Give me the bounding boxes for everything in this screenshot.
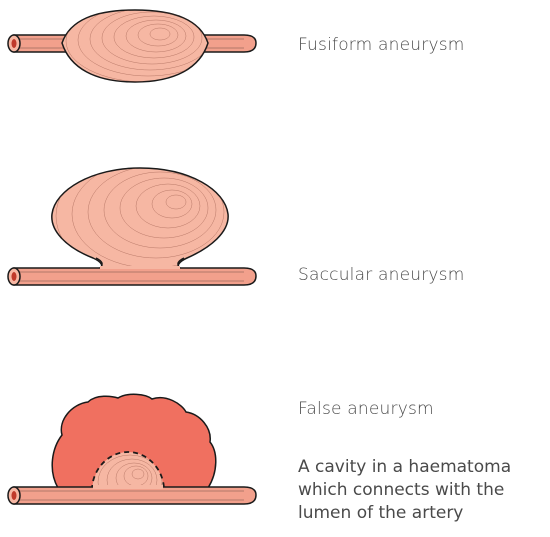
- description-line-3: lumen of the artery: [298, 502, 511, 525]
- false-aneurysm-label: False aneurysm: [298, 398, 434, 420]
- description-line-2: which connects with the: [298, 479, 511, 502]
- saccular-aneurysm-label: Saccular aneurysm: [298, 264, 465, 286]
- fusiform-aneurysm-label: Fusiform aneurysm: [298, 34, 465, 56]
- false-aneurysm-illustration: [8, 394, 256, 518]
- false-aneurysm-description: A cavity in a haematoma which connects w…: [298, 456, 511, 525]
- saccular-aneurysm-illustration: [8, 148, 256, 288]
- fusiform-aneurysm-illustration: [8, 0, 256, 88]
- description-line-1: A cavity in a haematoma: [298, 456, 511, 479]
